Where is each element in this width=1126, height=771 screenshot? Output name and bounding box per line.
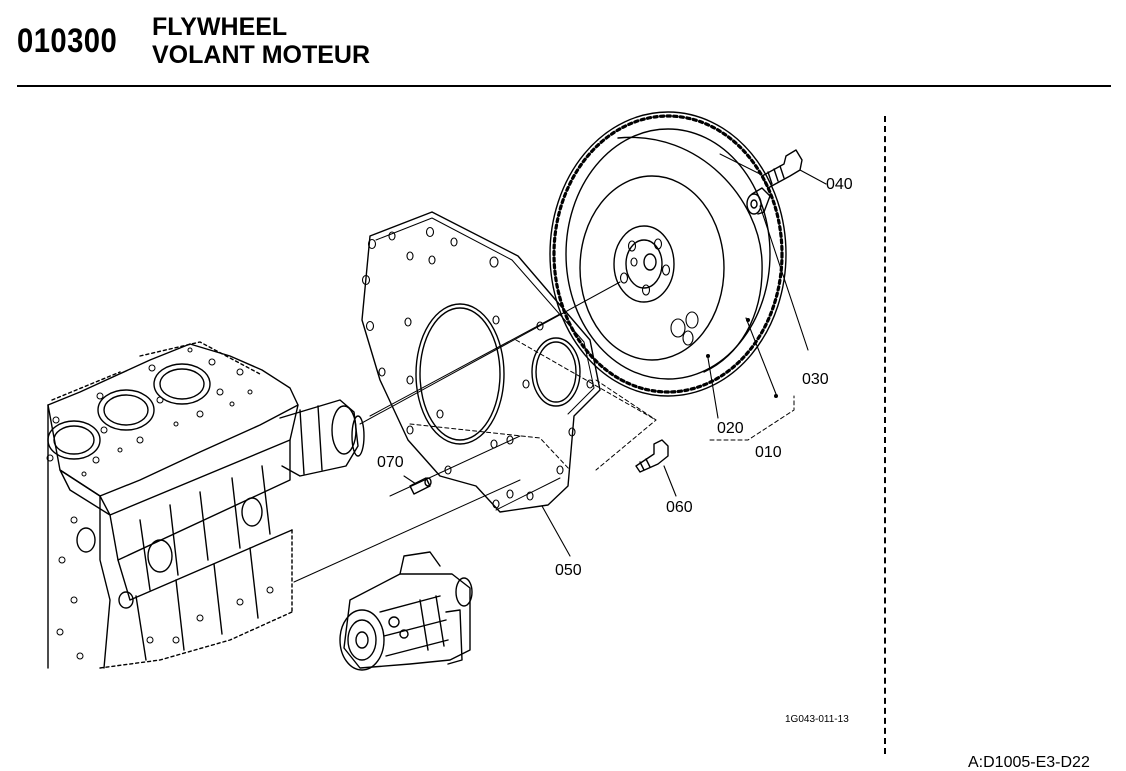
title-english: FLYWHEEL <box>152 13 288 41</box>
phantom-lines <box>409 339 795 471</box>
rear-end-plate <box>361 211 601 513</box>
header-divider <box>17 85 1111 87</box>
page-dashed-divider <box>884 116 886 754</box>
leader-dots <box>706 318 778 398</box>
callout-070: 070 <box>377 454 404 471</box>
assembly-lines <box>293 153 761 583</box>
flywheel-with-ring-gear <box>549 111 787 397</box>
drawing-reference: 1G043-011-13 <box>785 714 849 725</box>
callout-020: 020 <box>717 420 744 437</box>
starter-motor-illustration <box>339 551 473 671</box>
callout-010: 010 <box>755 444 782 461</box>
dowel-pin <box>746 187 771 215</box>
straight-pin <box>409 477 432 495</box>
plate-bolt <box>635 439 669 473</box>
section-number: 010300 <box>17 22 118 60</box>
engine-block-illustration <box>46 341 365 669</box>
page-identifier: A:D1005-E3-D22 <box>968 754 1090 771</box>
callout-040: 040 <box>826 176 853 193</box>
callout-050: 050 <box>555 562 582 579</box>
flywheel-bolt <box>761 149 803 189</box>
callout-030: 030 <box>802 371 829 388</box>
title-french: VOLANT MOTEUR <box>152 41 371 69</box>
callout-060: 060 <box>666 499 693 516</box>
leader-lines <box>403 169 827 557</box>
